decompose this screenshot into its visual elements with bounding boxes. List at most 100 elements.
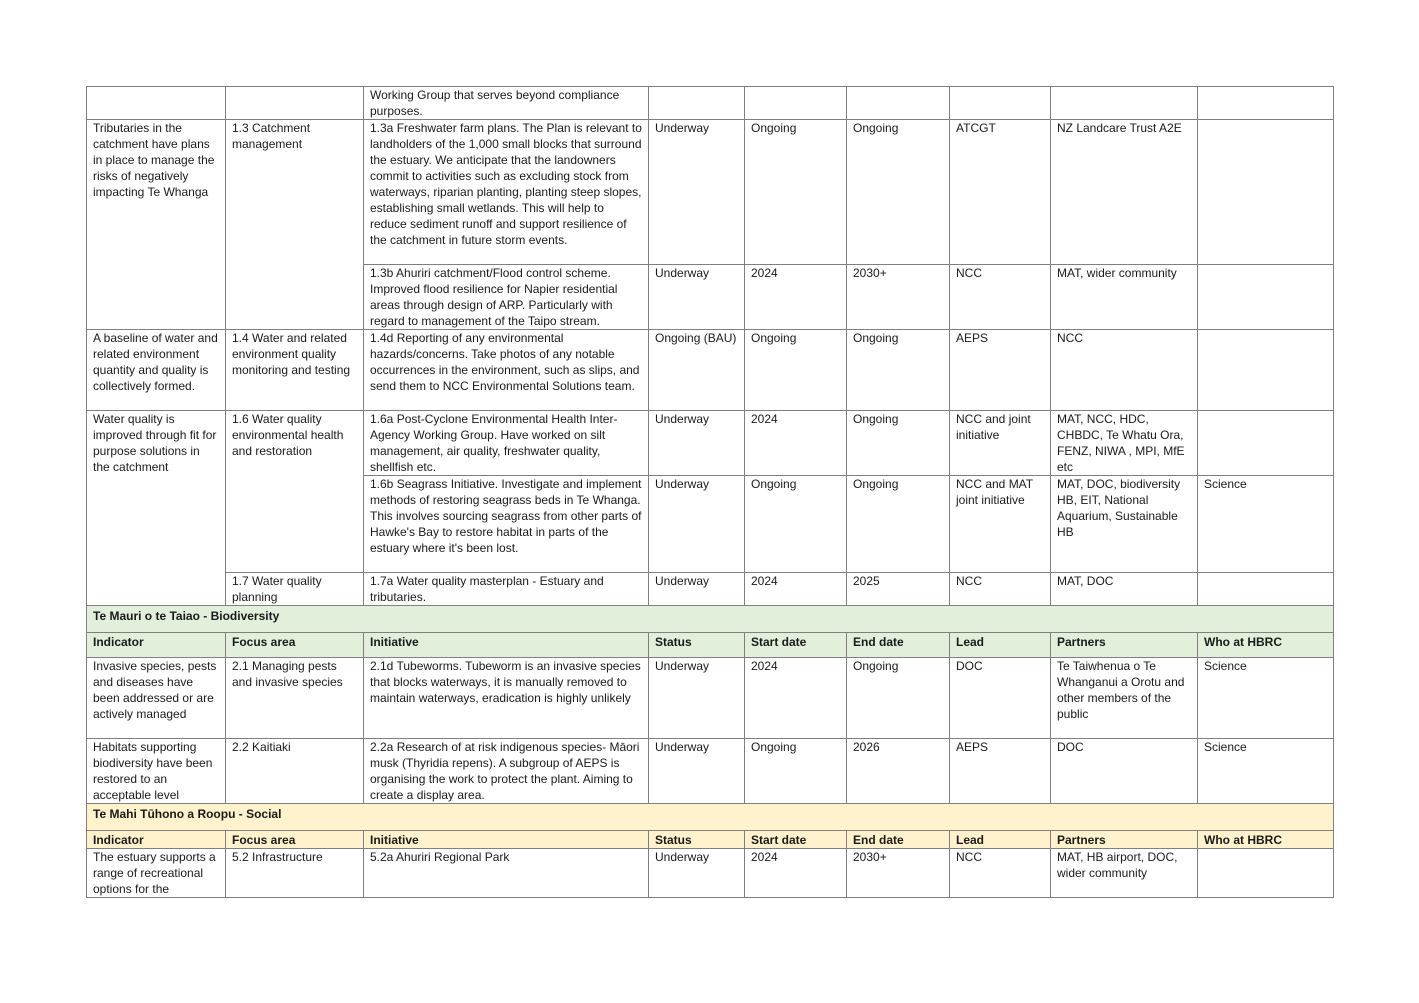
initiative-cell: 2.1d Tubeworms. Tubeworm is an invasive … [363,657,649,739]
end-date-cell: 2030+ [846,848,950,898]
table-row: Invasive species, pests and diseases hav… [86,657,1334,739]
table-row: Habitats supporting biodiversity have be… [86,738,1334,804]
partners-cell: MAT, HB airport, DOC, wider community [1050,848,1198,898]
initiative-cell: 1.3b Ahuriri catchment/Flood control sch… [363,264,649,330]
status-cell: Underway [648,475,745,573]
partners-cell: MAT, DOC, biodiversity HB, EIT, National… [1050,475,1198,573]
partners-cell: DOC [1050,738,1198,804]
header-initiative: Initiative [363,830,649,849]
start-date-cell: 2024 [744,410,847,476]
indicator-cell: Water quality is improved through fit fo… [86,410,226,606]
end-date-cell: 2030+ [846,264,950,330]
focus-area-cell: 2.2 Kaitiaki [225,738,364,804]
status-cell: Underway [648,119,745,265]
header-focus-area: Focus area [225,632,364,658]
header-lead: Lead [949,632,1051,658]
focus-area-cell: 1.7 Water quality planning [225,572,364,606]
who-at-hbrc-cell [1197,119,1334,265]
initiatives-table: Working Group that serves beyond complia… [86,86,1334,898]
section-row-social: Te Mahi Tūhono a Roopu - Social [86,803,1334,831]
who-at-hbrc-cell [1197,264,1334,330]
status-cell: Underway [648,848,745,898]
status-cell: Underway [648,572,745,606]
initiative-cell: 1.6b Seagrass Initiative. Investigate an… [363,475,649,573]
partners-cell: MAT, DOC [1050,572,1198,606]
end-date-cell: Ongoing [846,119,950,265]
start-date-cell [744,86,847,120]
initiative-cell: 1.7a Water quality masterplan - Estuary … [363,572,649,606]
who-at-hbrc-cell [1197,410,1334,476]
table-row: 1.7 Water quality planning 1.7a Water qu… [87,572,1334,606]
end-date-cell: 2026 [846,738,950,804]
initiative-cell: 1.4d Reporting of any environmental haza… [363,329,649,411]
indicator-cell [86,86,226,120]
table-row: Working Group that serves beyond complia… [86,86,1334,120]
focus-area-cell [225,86,364,120]
header-indicator: Indicator [86,632,226,658]
focus-area-cell: 1.4 Water and related environment qualit… [225,329,364,411]
indicator-cell: The estuary supports a range of recreati… [86,848,226,898]
indicator-cell: A baseline of water and related environm… [86,329,226,411]
who-at-hbrc-cell [1197,572,1334,606]
table-row: Tributaries in the catchment have plans … [86,119,1334,330]
end-date-cell: 2025 [846,572,950,606]
end-date-cell: Ongoing [846,475,950,573]
table-row: The estuary supports a range of recreati… [86,848,1334,898]
status-cell: Ongoing (BAU) [648,329,745,411]
focus-area-cell: 2.1 Managing pests and invasive species [225,657,364,739]
header-partners: Partners [1050,632,1198,658]
status-cell: Underway [648,657,745,739]
partners-cell: MAT, NCC, HDC, CHBDC, Te Whatu Ora, FENZ… [1050,410,1198,476]
lead-cell: DOC [949,657,1051,739]
start-date-cell: Ongoing [744,329,847,411]
indicator-cell: Invasive species, pests and diseases hav… [86,657,226,739]
end-date-cell: Ongoing [846,410,950,476]
partners-cell: MAT, wider community [1050,264,1198,330]
who-at-hbrc-cell: Science [1197,738,1334,804]
header-partners: Partners [1050,830,1198,849]
start-date-cell: Ongoing [744,738,847,804]
who-at-hbrc-cell: Science [1197,657,1334,739]
indicator-cell: Habitats supporting biodiversity have be… [86,738,226,804]
start-date-cell: 2024 [744,848,847,898]
table-row: 1.3b Ahuriri catchment/Flood control sch… [87,264,1334,330]
status-cell: Underway [648,264,745,330]
who-at-hbrc-cell [1197,848,1334,898]
partners-cell: NCC [1050,329,1198,411]
lead-cell: NCC [949,264,1051,330]
initiative-cell: 1.6a Post-Cyclone Environmental Health I… [363,410,649,476]
header-row: Indicator Focus area Initiative Status S… [86,632,1334,658]
start-date-cell: 2024 [744,657,847,739]
header-who-at-hbrc: Who at HBRC [1197,632,1334,658]
section-row-biodiversity: Te Mauri o te Taiao - Biodiversity [86,605,1334,633]
header-end-date: End date [846,632,950,658]
focus-area-cell: 5.2 Infrastructure [225,848,364,898]
who-at-hbrc-cell: Science [1197,475,1334,573]
header-focus-area: Focus area [225,830,364,849]
initiative-cell: 2.2a Research of at risk indigenous spec… [363,738,649,804]
start-date-cell: 2024 [744,264,847,330]
start-date-cell: Ongoing [744,475,847,573]
partners-cell: Te Taiwhenua o Te Whanganui a Orotu and … [1050,657,1198,739]
header-start-date: Start date [744,632,847,658]
header-start-date: Start date [744,830,847,849]
lead-cell: NCC and joint initiative [949,410,1051,476]
lead-cell [949,86,1051,120]
start-date-cell: 2024 [744,572,847,606]
section-title: Te Mauri o te Taiao - Biodiversity [86,605,1334,633]
end-date-cell [846,86,950,120]
who-at-hbrc-cell [1197,329,1334,411]
table-row: A baseline of water and related environm… [86,329,1334,411]
status-cell [648,86,745,120]
initiative-cell: 5.2a Ahuriri Regional Park [363,848,649,898]
header-status: Status [648,632,745,658]
header-lead: Lead [949,830,1051,849]
partners-cell [1050,86,1198,120]
start-date-cell: Ongoing [744,119,847,265]
header-initiative: Initiative [363,632,649,658]
lead-cell: ATCGT [949,119,1051,265]
initiative-cell: Working Group that serves beyond complia… [363,86,649,120]
header-row: Indicator Focus area Initiative Status S… [86,830,1334,849]
section-title: Te Mahi Tūhono a Roopu - Social [86,803,1334,831]
header-status: Status [648,830,745,849]
